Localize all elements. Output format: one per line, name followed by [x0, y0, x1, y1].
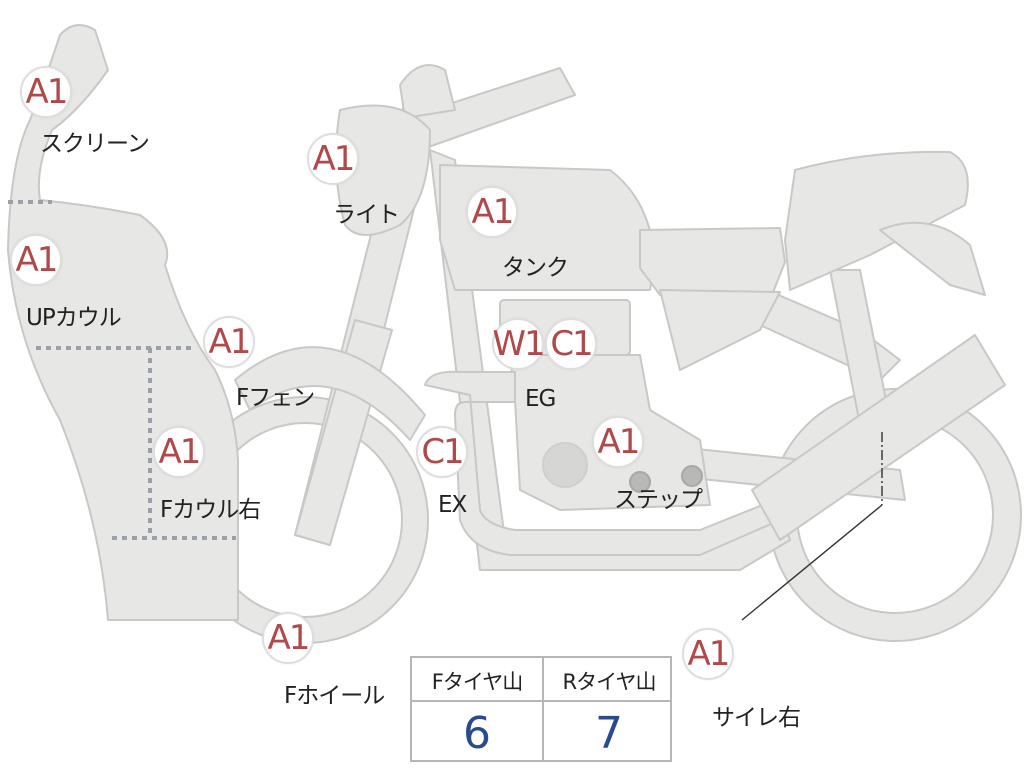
part-label-screen: スクリーン [40, 131, 150, 157]
grip [399, 64, 456, 119]
grade-badge-f-wheel: A1 [262, 612, 314, 664]
grade-text: A1 [15, 240, 59, 280]
part-label-engine: EG [525, 386, 556, 412]
grade-text: A1 [687, 634, 731, 674]
front-tire-header: Fタイヤ山 [431, 670, 523, 694]
rear-tire-value: 7 [595, 708, 623, 759]
engine-cover [542, 442, 588, 488]
muffler [751, 334, 1006, 541]
grade-text: A1 [158, 432, 202, 472]
headlight [335, 104, 431, 236]
front-tire-value: 6 [463, 708, 491, 759]
grade-badge-engine-c: C1 [545, 318, 597, 370]
part-label-f-cowl-right: Fカウル右 [160, 497, 261, 523]
grade-badge-engine-w: W1 [492, 318, 546, 370]
rear-tire-header: Rタイヤ山 [562, 670, 657, 694]
grade-text: W1 [492, 324, 545, 364]
grade-text: A1 [312, 139, 356, 179]
muffler-leader [741, 432, 883, 621]
grade-badge-exhaust: C1 [416, 426, 468, 478]
grade-text: A1 [25, 72, 69, 112]
grade-badge-f-cowl-right: A1 [153, 426, 205, 478]
tail [879, 221, 986, 296]
grade-text: A1 [208, 322, 252, 362]
part-label-exhaust: EX [438, 492, 467, 518]
grade-text: C1 [550, 324, 593, 364]
part-label-tank: タンク [502, 255, 569, 281]
part-label-f-wheel: Fホイール [284, 683, 385, 709]
front-fender [234, 346, 426, 441]
grade-badge-light: A1 [307, 133, 359, 185]
panel-seams [8, 200, 236, 540]
grade-badge-screen: A1 [20, 66, 72, 118]
tire-tread-table: Fタイヤ山 Rタイヤ山 6 7 [410, 656, 672, 762]
grade-text: C1 [421, 432, 464, 472]
part-label-muffler-right: サイレ右 [712, 705, 801, 731]
grade-badge-muffler-right: A1 [682, 628, 734, 680]
grade-text: A1 [471, 192, 515, 232]
grade-badge-step: A1 [592, 416, 644, 468]
part-label-f-fender: Fフェン [236, 385, 315, 411]
seat-rear [784, 150, 969, 291]
exhaust-pipe [424, 370, 781, 556]
part-label-step: ステップ [614, 487, 703, 513]
table-divider [542, 658, 544, 760]
grade-text: A1 [267, 618, 311, 658]
part-label-up-cowl: UPカウル [26, 305, 122, 331]
grade-text: A1 [597, 422, 641, 462]
grade-badge-up-cowl: A1 [10, 234, 62, 286]
grade-badge-tank: A1 [466, 186, 518, 238]
grade-badge-f-fender: A1 [203, 316, 255, 368]
side-cover [659, 289, 781, 371]
part-label-light: ライト [333, 202, 400, 228]
table-header-row [412, 658, 670, 702]
